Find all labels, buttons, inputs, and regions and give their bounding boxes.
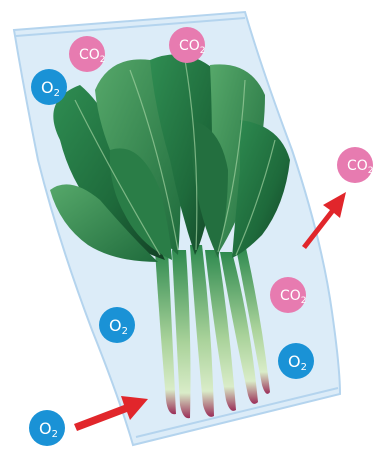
molecule-o2: O2 <box>31 69 67 105</box>
molecule-co2: CO2 <box>337 147 374 183</box>
molecule-o2: O2 <box>29 410 65 446</box>
molecule-o2: O2 <box>99 307 135 343</box>
molecule-o2: O2 <box>278 343 314 379</box>
